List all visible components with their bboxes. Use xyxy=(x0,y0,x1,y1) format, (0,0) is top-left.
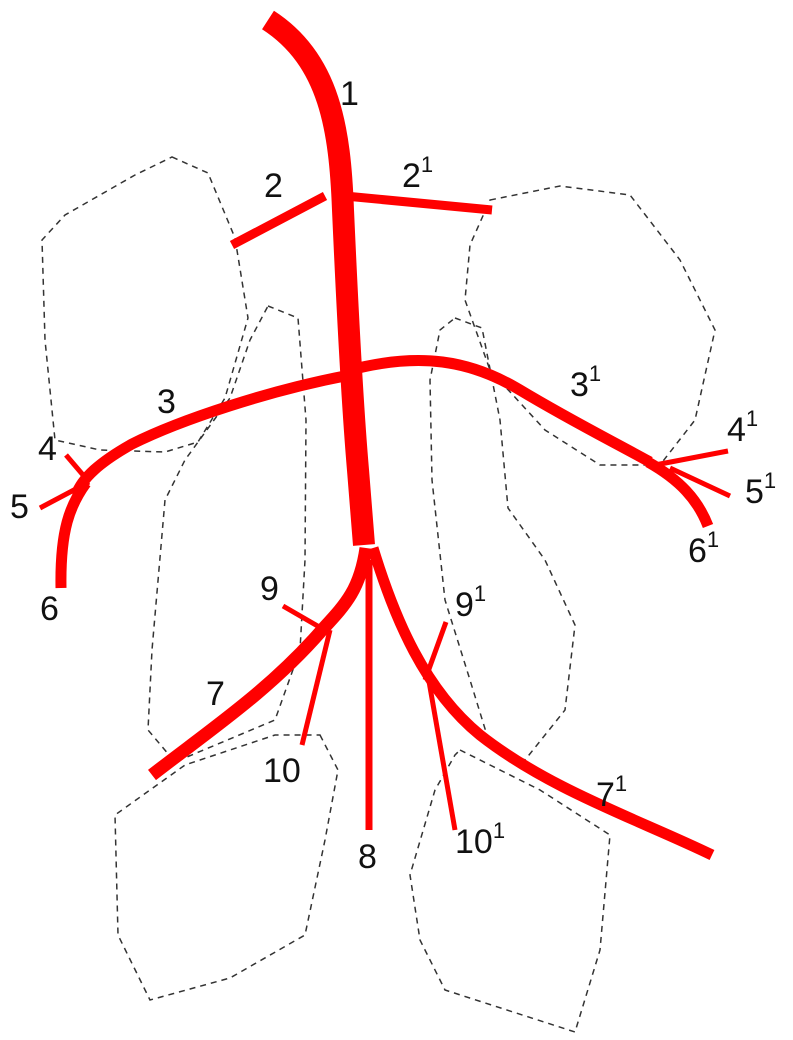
vessel-9-left xyxy=(283,606,328,632)
lower-left-outline xyxy=(115,735,338,1000)
upper-right-outline xyxy=(465,186,715,465)
middle-left-outline xyxy=(148,306,306,762)
label-5-prime: 51 xyxy=(745,468,776,511)
label-7: 7 xyxy=(206,675,225,713)
label-6: 6 xyxy=(40,590,59,628)
vessel-3-right xyxy=(350,360,650,462)
label-1: 1 xyxy=(340,75,359,113)
label-3: 3 xyxy=(157,383,176,421)
label-9: 9 xyxy=(260,570,279,608)
label-4-prime: 41 xyxy=(727,406,758,449)
vessel-6-left xyxy=(61,483,86,588)
label-3-prime: 31 xyxy=(570,361,601,404)
vessel-tree xyxy=(40,20,730,855)
vessel-2-right xyxy=(345,196,492,210)
label-8: 8 xyxy=(358,838,377,876)
label-2-prime: 21 xyxy=(402,152,433,195)
vessel-7-right xyxy=(373,548,712,855)
organ-outlines xyxy=(42,157,715,1032)
label-2: 2 xyxy=(264,167,283,205)
label-10-prime: 101 xyxy=(455,818,505,861)
vessel-7-left xyxy=(152,548,366,775)
vessel-4-left xyxy=(66,455,89,482)
label-10: 10 xyxy=(263,752,301,790)
label-5: 5 xyxy=(10,488,29,526)
label-6-prime: 61 xyxy=(688,527,719,570)
label-9-prime: 91 xyxy=(455,581,486,624)
vessel-3-left xyxy=(76,375,350,495)
label-7-prime: 71 xyxy=(596,771,627,814)
label-4: 4 xyxy=(38,430,57,468)
